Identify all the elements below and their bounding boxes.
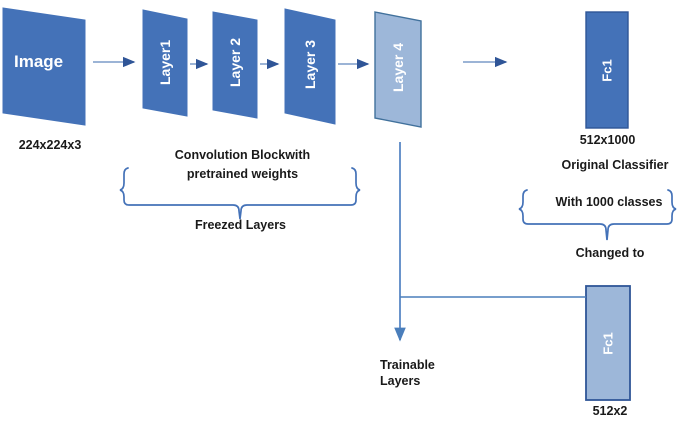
fc1-original-shape xyxy=(585,11,629,129)
fc1-original-caption: 512x1000 xyxy=(579,133,636,147)
input-image-shape xyxy=(2,7,86,126)
input-caption: 224x224x3 xyxy=(18,138,82,152)
conv-brace-line2: pretrained weights xyxy=(186,167,299,181)
freezed-layers-label: Freezed Layers xyxy=(194,218,287,232)
brace-original-classes xyxy=(518,189,677,241)
conv-brace-line1: Convolution Blockwith xyxy=(174,148,311,162)
trainable-layers-line1: Trainable xyxy=(380,358,435,372)
fc1-new-shape xyxy=(585,285,631,401)
fc1-new-caption: 512x2 xyxy=(592,404,628,418)
layer-shape-layer2 xyxy=(212,11,258,119)
brace-freezed-layers xyxy=(119,167,361,220)
layer-shape-layer3 xyxy=(284,8,336,125)
changed-to-label: Changed to xyxy=(575,246,645,260)
original-classes-brace-text: With 1000 classes xyxy=(555,195,663,209)
original-classifier-note: Original Classifier xyxy=(561,158,669,172)
trainable-layers-line2: Layers xyxy=(380,374,421,388)
layer-shape-layer4 xyxy=(374,11,422,128)
layer-shape-layer1 xyxy=(142,9,188,117)
